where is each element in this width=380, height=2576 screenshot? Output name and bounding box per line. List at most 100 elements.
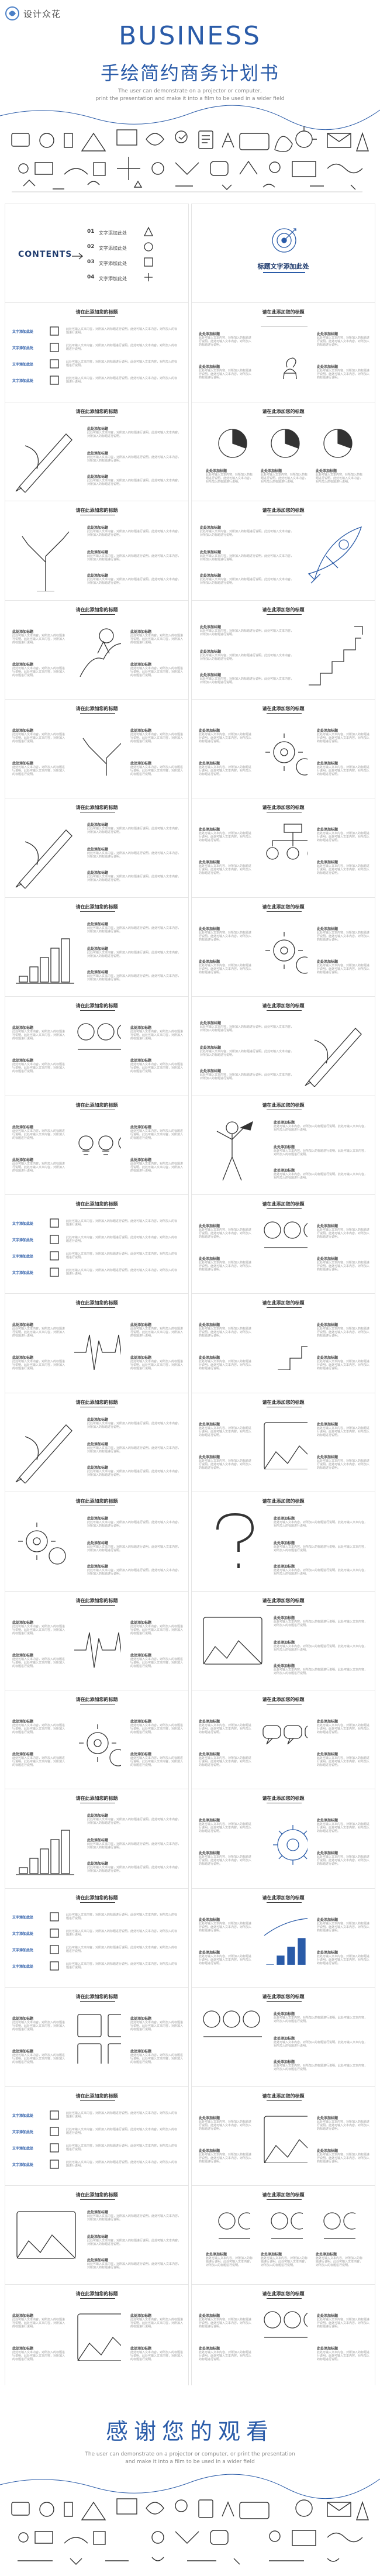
doodle-icon	[50, 1928, 59, 1938]
text-block-title: 此处添加标题	[317, 959, 338, 964]
slide-thumbnail[interactable]: 请在此添加您的标题此处添加标题此处可输入文本内容，对所加入的标题进行说明。此处可…	[191, 2086, 375, 2189]
slide-thumbnail[interactable]: 请在此添加您的标题此处添加标题此处可输入文本内容，对所加入的标题进行说明。此处可…	[191, 996, 375, 1100]
cover-description-line1: The user can demonstrate on a projector …	[118, 88, 262, 94]
slide-thumbnail[interactable]: 请在此添加您的标题此处添加标题此处可输入文本内容，对所加入的标题进行说明。此处可…	[191, 1392, 375, 1496]
slide-thumbnail[interactable]: 请在此添加您的标题此处添加标题此处可输入文本内容，对所加入的标题进行说明。此处可…	[191, 897, 375, 1000]
slide-thumbnail[interactable]: 请在此添加您的标题此处添加标题此处可输入文本内容，对所加入的标题进行说明。此处可…	[5, 1392, 189, 1496]
text-block-title: 此处添加标题	[199, 959, 220, 964]
slide-thumbnail[interactable]: 请在此添加您的标题此处添加标题此处可输入文本内容，对所加入的标题进行说明。此处可…	[5, 996, 189, 1100]
slide-thumbnail[interactable]: 请在此添加您的标题此处添加标题此处可输入文本内容，对所加入的标题进行说明。此处可…	[5, 1590, 189, 1694]
slide-thumbnail[interactable]: 请在此添加您的标题此处添加标题此处可输入文本内容，对所加入的标题进行说明。此处可…	[5, 897, 189, 1000]
slide-thumbnail[interactable]: 请在此添加您的标题此处添加标题此处可输入文本内容，对所加入的标题进行说明。此处可…	[5, 2185, 189, 2288]
org-chart-illustration	[266, 824, 308, 860]
text-block-title: 此处添加标题	[317, 2116, 338, 2120]
sticky-notes-illustration	[77, 2014, 121, 2064]
slide-thumbnail[interactable]: 请在此添加您的标题此处添加标题此处可输入文本内容，对所加入的标题进行说明。此处可…	[5, 600, 189, 703]
text-block-body: 此处可输入文本内容，对所加入的标题进行说明。此处可输入文本内容，对所加入的标题进…	[12, 1162, 65, 1173]
contents-item-3[interactable]: 文字添加此处	[99, 261, 127, 266]
text-block-body: 此处可输入文本内容，对所加入的标题进行说明。此处可输入文本内容，对所加入的标题进…	[200, 1025, 294, 1033]
text-block-title: 此处添加标题	[317, 860, 338, 865]
text-block-title: 此处添加标题	[12, 1720, 34, 1724]
text-block-title: 此处添加标题	[12, 1323, 34, 1328]
text-block-title: 此处添加标题	[130, 1059, 152, 1063]
slide-thumbnail[interactable]: 请在此添加您的标题此处添加标题此处可输入文本内容，对所加入的标题进行说明。此处可…	[191, 302, 375, 406]
slide-title: 请在此添加您的标题	[75, 1895, 118, 1900]
slide-thumbnail[interactable]: 请在此添加您的标题此处添加标题此处可输入文本内容，对所加入的标题进行说明。此处可…	[191, 600, 375, 703]
text-block-title: 此处添加标题	[87, 823, 109, 828]
text-block-title: 此处添加标题	[317, 729, 338, 733]
text-block-body: 此处可输入文本内容，对所加入的标题进行说明。此处可输入文本内容，对所加入的标题进…	[87, 1818, 181, 1826]
slide-thumbnail[interactable]: 请在此添加您的标题此处添加标题此处可输入文本内容，对所加入的标题进行说明。此处可…	[5, 1095, 189, 1199]
text-block-title: 此处添加标题	[199, 860, 220, 865]
slide-title: 请在此添加您的标题	[75, 2192, 118, 2198]
slide-thumbnail[interactable]: 请在此添加您的标题此处添加标题此处可输入文本内容，对所加入的标题进行说明。此处可…	[191, 1888, 375, 1991]
list-item-label: 文字添加此处	[12, 330, 34, 335]
slide-thumbnail[interactable]: 请在此添加您的标题此处添加标题此处可输入文本内容，对所加入的标题进行说明。此处可…	[191, 1492, 375, 1595]
icons-list-illustration	[203, 2010, 262, 2037]
slide-title: 请在此添加您的标题	[75, 1597, 118, 1603]
slide-thumbnail[interactable]: 请在此添加您的标题此处添加标题此处可输入文本内容，对所加入的标题进行说明。此处可…	[5, 501, 189, 604]
text-block-title: 此处添加标题	[87, 526, 109, 531]
slide-thumbnail[interactable]: 请在此添加您的标题此处添加标题此处可输入文本内容，对所加入的标题进行说明。此处可…	[191, 2284, 375, 2388]
slide-thumbnail[interactable]: 请在此添加您的标题此处添加标题此处可输入文本内容，对所加入的标题进行说明。此处可…	[191, 1194, 375, 1297]
slide-thumbnail[interactable]: 请在此添加您的标题此处添加标题此处可输入文本内容，对所加入的标题进行说明。此处可…	[5, 699, 189, 802]
text-block-title: 此处添加标题	[200, 574, 222, 578]
slide-thumbnail[interactable]: 请在此添加您的标题此处添加标题此处可输入文本内容，对所加入的标题进行说明。此处可…	[5, 798, 189, 901]
text-block-body: 此处可输入文本内容，对所加入的标题进行说明。此处可输入文本内容，对所加入的标题进…	[199, 1757, 252, 1767]
text-block-body: 此处可输入文本内容，对所加入的标题进行说明。此处可输入文本内容，对所加入的标题进…	[200, 653, 294, 661]
text-block-body: 此处可输入文本内容，对所加入的标题进行说明。此处可输入文本内容，对所加入的标题进…	[317, 1327, 370, 1338]
slide-thumbnail[interactable]: 请在此添加您的标题此处添加标题此处可输入文本内容，对所加入的标题进行说明。此处可…	[5, 1789, 189, 1892]
text-block-body: 此处可输入文本内容，对所加入的标题进行说明。此处可输入文本内容，对所加入的标题进…	[199, 733, 252, 743]
slide-thumbnail[interactable]: 请在此添加您的标题文字添加此处此处可输入文本内容，对所加入的标题进行说明。此处可…	[5, 302, 189, 406]
slide-thumbnail[interactable]: 请在此添加您的标题此处添加标题此处可输入文本内容，对所加入的标题进行说明。此处可…	[191, 401, 375, 505]
slide-title: 请在此添加您的标题	[75, 508, 118, 514]
slide-thumbnail[interactable]: 请在此添加您的标题此处添加标题此处可输入文本内容，对所加入的标题进行说明。此处可…	[5, 1293, 189, 1397]
text-block-title: 此处添加标题	[199, 2314, 220, 2319]
text-block-title: 此处添加标题	[87, 946, 109, 951]
slide-thumbnail[interactable]: 请在此添加您的标题文字添加此处此处可输入文本内容，对所加入的标题进行说明。此处可…	[5, 1888, 189, 1991]
slide-thumbnail[interactable]: 请在此添加您的标题此处添加标题此处可输入文本内容，对所加入的标题进行说明。此处可…	[191, 1987, 375, 2091]
slide-thumbnail[interactable]: 请在此添加您的标题此处添加标题此处可输入文本内容，对所加入的标题进行说明。此处可…	[191, 1293, 375, 1397]
doodle-icon	[50, 2143, 59, 2153]
text-block-title: 此处添加标题	[317, 1455, 338, 1459]
text-block-body: 此处可输入文本内容，对所加入的标题进行说明。此处可输入文本内容，对所加入的标题进…	[87, 578, 181, 586]
cover-description: The user can demonstrate on a projector …	[0, 88, 380, 103]
contents-item-2[interactable]: 文字添加此处	[99, 246, 127, 251]
slide-thumbnail[interactable]: 请在此添加您的标题此处添加标题此处可输入文本内容，对所加入的标题进行说明。此处可…	[191, 699, 375, 802]
slide-title: 请在此添加您的标题	[75, 1300, 118, 1306]
slide-thumbnail[interactable]: 请在此添加您的标题此处添加标题此处可输入文本内容，对所加入的标题进行说明。此处可…	[5, 1690, 189, 1793]
slide-thumbnail[interactable]: 请在此添加您的标题此处添加标题此处可输入文本内容，对所加入的标题进行说明。此处可…	[191, 1690, 375, 1793]
text-block-title: 此处添加标题	[87, 871, 109, 876]
slide-thumbnail[interactable]: 请在此添加您的标题此处添加标题此处可输入文本内容，对所加入的标题进行说明。此处可…	[191, 2185, 375, 2288]
slide-title: 请在此添加您的标题	[262, 1895, 305, 1900]
slide-thumbnail[interactable]: 标题文字添加此处	[191, 204, 375, 306]
doodle-icon	[144, 273, 153, 281]
text-block-title: 此处添加标题	[274, 1145, 295, 1149]
slide-thumbnail[interactable]: 请在此添加您的标题此处添加标题此处可输入文本内容，对所加入的标题进行说明。此处可…	[191, 1095, 375, 1199]
text-block-title: 此处添加标题	[12, 1026, 34, 1031]
slide-thumbnail[interactable]: 请在此添加您的标题此处添加标题此处可输入文本内容，对所加入的标题进行说明。此处可…	[191, 798, 375, 901]
slide-thumbnail[interactable]: 请在此添加您的标题文字添加此处此处可输入文本内容，对所加入的标题进行说明。此处可…	[5, 1194, 189, 1297]
title-underline	[267, 2001, 302, 2002]
slide-thumbnail[interactable]: 请在此添加您的标题此处添加标题此处可输入文本内容，对所加入的标题进行说明。此处可…	[5, 1492, 189, 1595]
slide-thumbnail[interactable]: 请在此添加您的标题此处添加标题此处可输入文本内容，对所加入的标题进行说明。此处可…	[5, 2284, 189, 2388]
slide-thumbnail[interactable]: 请在此添加您的标题此处添加标题此处可输入文本内容，对所加入的标题进行说明。此处可…	[191, 1590, 375, 1694]
text-block-body: 此处可输入文本内容，对所加入的标题进行说明。此处可输入文本内容，对所加入的标题进…	[199, 2120, 252, 2131]
text-block-title: 此处添加标题	[87, 1814, 109, 1819]
text-block-body: 此处可输入文本内容，对所加入的标题进行说明。此处可输入文本内容，对所加入的标题进…	[199, 1327, 252, 1338]
slide-thumbnail[interactable]: 请在此添加您的标题此处添加标题此处可输入文本内容，对所加入的标题进行说明。此处可…	[5, 1987, 189, 2091]
contents-item-1[interactable]: 文字添加此处	[99, 230, 127, 236]
contents-item-4[interactable]: 文字添加此处	[99, 276, 127, 281]
slide-thumbnail[interactable]: 请在此添加您的标题此处添加标题此处可输入文本内容，对所加入的标题进行说明。此处可…	[191, 501, 375, 604]
text-block-body: 此处可输入文本内容，对所加入的标题进行说明。此处可输入文本内容，对所加入的标题进…	[87, 875, 181, 883]
slide-thumbnail[interactable]: 请在此添加您的标题此处添加标题此处可输入文本内容，对所加入的标题进行说明。此处可…	[191, 1789, 375, 1892]
slide-title: 请在此添加您的标题	[75, 1201, 118, 1207]
slide-thumbnail[interactable]: 请在此添加您的标题此处添加标题此处可输入文本内容，对所加入的标题进行说明。此处可…	[5, 401, 189, 505]
list-item-body: 此处可输入文本内容，对所加入的标题进行说明。此处可输入文本内容，对所加入的标题进…	[66, 328, 178, 335]
text-block-body: 此处可输入文本内容，对所加入的标题进行说明。此处可输入文本内容，对所加入的标题进…	[87, 1521, 181, 1528]
slide-thumbnail[interactable]: 请在此添加您的标题文字添加此处此处可输入文本内容，对所加入的标题进行说明。此处可…	[5, 2086, 189, 2189]
text-block-title: 此处添加标题	[130, 1026, 152, 1031]
text-block-title: 此处添加标题	[317, 2314, 338, 2319]
tree-illustration	[82, 738, 121, 776]
